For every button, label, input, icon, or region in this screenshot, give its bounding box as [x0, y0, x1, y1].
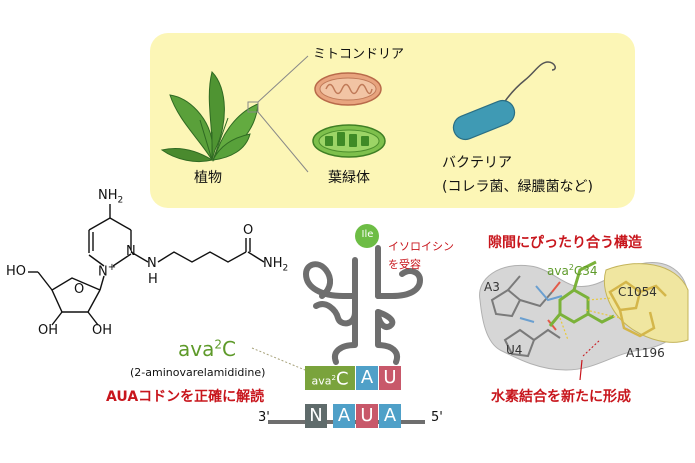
zoom-line-bottom [257, 111, 309, 173]
atom-amide: NH2 [263, 256, 289, 274]
bacterium-icon [452, 61, 556, 141]
chloroplast-icon [312, 124, 386, 158]
anticodon-a: A [356, 366, 378, 390]
atom-carbonyl-o: O [243, 223, 254, 238]
atom-ring-n1: N+ [98, 262, 117, 280]
decode-caption: AUAコドンを正確に解読 [106, 389, 265, 405]
ava2c-structure [28, 204, 265, 326]
atom-nh: N [147, 256, 157, 271]
atom-h: H [148, 272, 158, 287]
atom-oh-right: OH [92, 323, 113, 338]
anticodon-u: U [379, 366, 401, 390]
anticodon-ava2c: ava2C [305, 366, 355, 390]
aa-caption-1: イソロイシン [388, 240, 454, 253]
atom-ho: HO [6, 264, 27, 279]
codon-a1: A [333, 404, 355, 428]
residue-a1196: A1196 [626, 346, 665, 360]
codon-u: U [356, 404, 378, 428]
ava2c-name: ava2C [178, 337, 236, 361]
hbond-pointer [579, 359, 583, 381]
residue-c1054: C1054 [618, 285, 657, 299]
end-3prime: 3' [258, 410, 270, 425]
plant-label: 植物 [194, 170, 222, 186]
zoom-box [247, 101, 259, 113]
fit-caption: 隙間にぴったり合う構造 [488, 235, 642, 251]
chloroplast-label: 葉緑体 [328, 170, 370, 186]
aa-caption-2: を受容 [388, 258, 421, 271]
structure-panel [468, 260, 689, 412]
ava2c-fullname: (2-aminovarelamididine) [130, 366, 266, 379]
ile-label: Ile [361, 229, 374, 240]
bacteria-examples: (コレラ菌、緑膿菌など) [442, 179, 593, 195]
mitochondria-label: ミトコンドリア [313, 47, 405, 62]
plant-icon [160, 71, 259, 163]
residue-a3: A3 [484, 280, 500, 294]
residue-u4: U4 [506, 343, 523, 357]
hbond-caption: 水素結合を新たに形成 [491, 389, 631, 405]
organisms-panel [150, 33, 635, 208]
atom-ring-o: O [74, 282, 85, 297]
leader-line [251, 347, 306, 371]
atom-amine-top: NH2 [98, 188, 124, 206]
trna-cloverleaf [303, 245, 423, 365]
codon-a2: A [379, 404, 401, 428]
mitochondria-icon [314, 72, 382, 106]
end-5prime: 5' [431, 410, 443, 425]
bacteria-label: バクテリア [442, 155, 512, 171]
atom-oh-left: OH [38, 323, 59, 338]
ile-residue [355, 224, 379, 248]
zoom-line-top [257, 55, 309, 103]
atom-ring-n3: N [126, 244, 136, 259]
codon-n: N [305, 404, 327, 428]
residue-ava2c34: ava2C34 [547, 263, 598, 278]
